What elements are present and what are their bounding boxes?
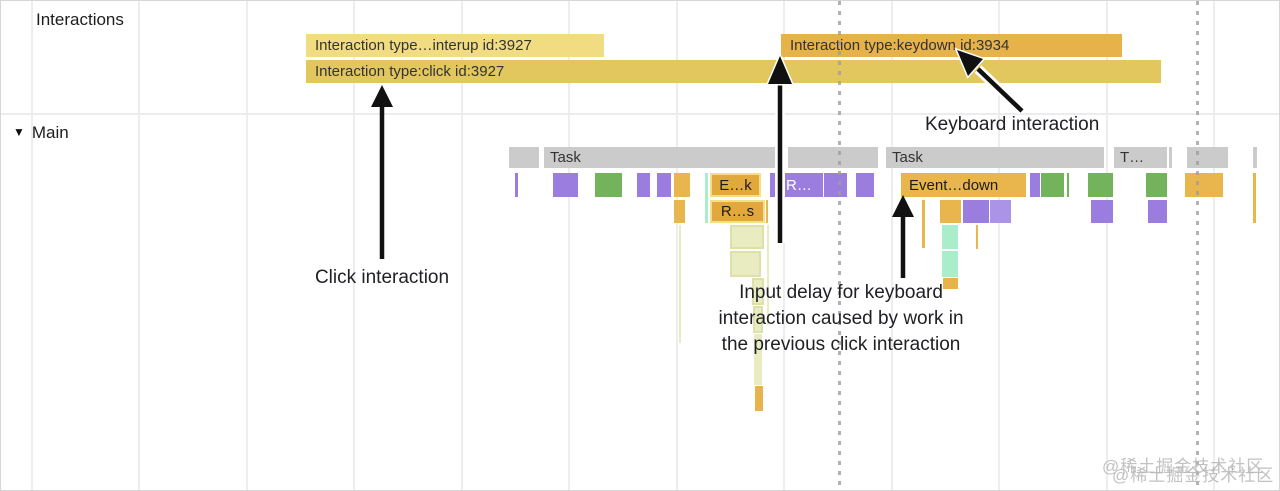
flame-bar[interactable] <box>755 386 763 411</box>
task-bar[interactable] <box>509 147 539 168</box>
flame-bar[interactable] <box>515 173 518 197</box>
flame-bar[interactable] <box>1091 200 1113 223</box>
flame-bar[interactable] <box>1253 173 1256 223</box>
gridline <box>891 1 893 490</box>
flame-bar[interactable] <box>657 173 671 197</box>
flame-bar[interactable] <box>753 306 763 333</box>
flame-bar[interactable] <box>1030 173 1040 197</box>
flame-bar[interactable] <box>705 173 708 223</box>
task-bar-label: T… <box>1120 149 1145 166</box>
main-track-label: ▼ Main <box>13 123 69 143</box>
flame-bar[interactable] <box>553 173 578 197</box>
interaction-pointerup-bar-label: Interaction type…interup id:3927 <box>315 37 532 54</box>
task-bar[interactable]: Task <box>544 147 778 168</box>
task-bar[interactable]: T… <box>1114 147 1167 168</box>
input-delay-line-2: interaction caused by work in <box>718 308 964 329</box>
input-delay-annotation: Input delay for keyboard interaction cau… <box>718 280 963 358</box>
interaction-click-bar-label: Interaction type:click id:3927 <box>315 63 505 80</box>
flame-bar[interactable] <box>674 200 685 223</box>
interaction-pointerup-bar[interactable]: Interaction type…interup id:3927 <box>306 34 604 57</box>
flame-bar[interactable] <box>766 200 768 223</box>
flame-bar[interactable] <box>1148 200 1167 223</box>
gridline <box>138 1 140 490</box>
task-bar[interactable] <box>1253 147 1257 168</box>
click-interaction-annotation: Click interaction <box>314 267 450 288</box>
flame-bar[interactable] <box>824 173 847 197</box>
task-bar[interactable] <box>788 147 878 168</box>
gridline <box>31 1 33 490</box>
interaction-click-bar[interactable]: Interaction type:click id:3927 <box>306 60 1161 83</box>
gridline <box>1106 1 1108 490</box>
flame-bar[interactable] <box>943 278 958 289</box>
flame-bar[interactable] <box>595 173 622 197</box>
interactions-track-label: Interactions <box>36 10 124 30</box>
gridline <box>783 1 785 490</box>
event-bar-label: R…s <box>720 203 755 220</box>
interaction-keydown-bar[interactable]: Interaction type:keydown id:3934 <box>781 34 1122 57</box>
flame-bar[interactable] <box>856 173 874 197</box>
track-separator <box>1 113 1279 115</box>
flame-bar[interactable] <box>730 251 761 277</box>
flame-bar[interactable] <box>942 225 958 249</box>
click-arrow-icon <box>371 85 393 259</box>
flame-bar[interactable] <box>1185 173 1223 197</box>
gridline <box>1213 1 1215 490</box>
event-bar[interactable]: Event…down <box>901 173 1026 197</box>
flame-bar[interactable] <box>767 225 769 325</box>
flame-bar[interactable] <box>990 200 1011 223</box>
flame-bar-label: R… <box>786 176 812 194</box>
event-bar-label: E…k <box>719 176 752 194</box>
task-bar-label: Task <box>892 149 923 166</box>
watermark-shadow: @稀土掘金技术社区 <box>1112 466 1275 485</box>
main-track-title: Main <box>31 123 69 142</box>
task-bar-label: Task <box>550 149 581 166</box>
input-delay-line-1: Input delay for keyboard <box>739 282 943 303</box>
event-bar-label: Event…down <box>909 176 999 194</box>
chevron-down-icon[interactable]: ▼ <box>13 125 25 139</box>
event-bar[interactable]: E…k <box>710 173 761 197</box>
flame-bar[interactable] <box>942 251 958 277</box>
flame-bar[interactable] <box>1067 173 1069 197</box>
flame-bar[interactable] <box>1088 173 1113 197</box>
flame-bar[interactable] <box>752 278 764 305</box>
flame-bar[interactable] <box>637 173 650 197</box>
gridline <box>676 1 678 490</box>
task-bar[interactable]: Task <box>886 147 1104 168</box>
flame-bar[interactable] <box>976 225 978 249</box>
input-delay-right-arrow-icon <box>892 195 914 278</box>
flame-bar[interactable]: R… <box>781 173 823 197</box>
flame-bar[interactable] <box>679 225 681 343</box>
flame-bar[interactable] <box>730 225 764 249</box>
task-bar[interactable] <box>1169 147 1172 168</box>
event-bar[interactable]: R…s <box>710 200 765 223</box>
flame-bar[interactable] <box>754 334 762 385</box>
flame-bar[interactable] <box>1041 173 1064 197</box>
gridline <box>568 1 570 490</box>
gridline <box>353 1 355 490</box>
keyboard-interaction-annotation: Keyboard interaction <box>925 114 1100 135</box>
dotted-guide-line <box>1196 1 1199 490</box>
flame-bar[interactable] <box>674 173 690 197</box>
dotted-guide-line <box>838 1 841 490</box>
input-delay-line-3: the previous click interaction <box>721 334 961 355</box>
task-bar[interactable] <box>1187 147 1228 168</box>
gridline <box>461 1 463 490</box>
flame-bar[interactable] <box>963 200 989 223</box>
gridline <box>246 1 248 490</box>
gridline <box>998 1 1000 490</box>
flame-bar[interactable] <box>770 173 777 197</box>
flame-bar[interactable] <box>940 200 961 223</box>
interactions-track-title: Interactions <box>36 10 124 29</box>
interaction-keydown-bar-label: Interaction type:keydown id:3934 <box>790 37 1010 54</box>
flame-bar[interactable] <box>1146 173 1167 197</box>
watermark: @稀土掘金技术社区 <box>1102 457 1265 476</box>
flame-bar[interactable] <box>922 200 925 248</box>
